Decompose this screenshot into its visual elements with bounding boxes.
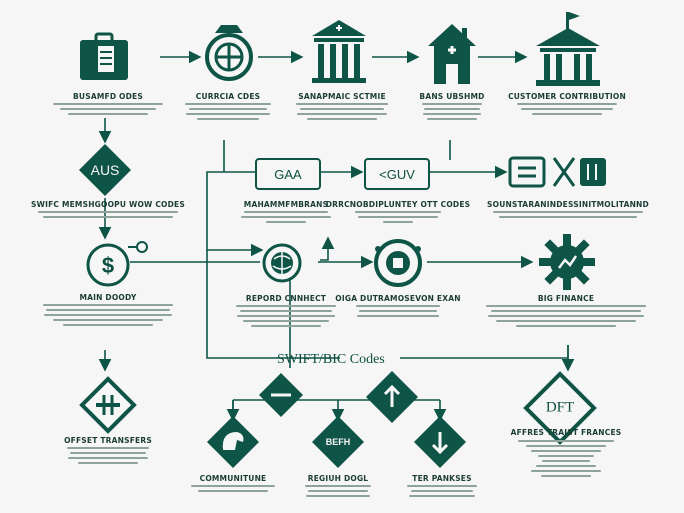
connector-record-data — [320, 236, 335, 261]
gear-icon — [539, 234, 595, 290]
bank-building-icon — [312, 20, 366, 83]
aus-symbol: AUS — [90, 162, 120, 178]
body-main-body — [43, 304, 173, 326]
label-offset-transfers: OFFSET TRANSFERS — [64, 436, 152, 445]
dollar-circle-icon — [86, 241, 148, 287]
aus-diamond-icon — [79, 144, 131, 196]
after-transfer-diamond-icon — [523, 371, 597, 445]
body-currency-codes — [185, 103, 271, 120]
body-financial-system — [296, 103, 388, 120]
guv-symbol: <GUV — [379, 166, 415, 182]
body-transactions — [407, 485, 477, 497]
label-big-finance: BIG FINANCE — [537, 294, 595, 303]
label-currency-codes: CURRCIA CDES — [195, 92, 261, 101]
globe-circle-icon — [262, 243, 302, 283]
down-arrow-diamond-icon — [414, 416, 466, 468]
connector-right-bus — [400, 345, 569, 359]
label-mainframes: MAHAMMFMBRANS — [243, 200, 329, 209]
body-big-finance — [486, 305, 646, 327]
connector-left-bus — [206, 250, 340, 359]
body-aus — [38, 211, 178, 218]
offset-diamond-icon — [79, 376, 137, 434]
label-main-body: MAIN DOODY — [79, 293, 137, 302]
label-directory: DRRCNOBDIPLUNTEY OTT CODES — [325, 200, 471, 209]
body-bank-identity — [422, 103, 482, 120]
body-compliance — [493, 211, 643, 218]
briefcase-icon — [80, 32, 128, 80]
label-financial-system: SANAPMAIC SCTMIE — [298, 92, 386, 101]
label-compliance: SOUNSTARANINDESSINITMOLITANND — [487, 200, 649, 209]
label-customer-contribution: CUSTOMER CONTRIBUTION — [508, 92, 626, 101]
label-standard-codes: BUSAMFD ODES — [73, 92, 143, 101]
body-offset-transfers — [67, 447, 149, 464]
government-building-icon — [536, 12, 600, 86]
body-after-transfer — [518, 440, 614, 477]
bank-symbol: BEFH — [325, 437, 351, 447]
label-transactions: TER PANKSES — [412, 474, 472, 483]
body-community — [191, 485, 275, 492]
body-regional-bank — [305, 485, 371, 497]
compliance-icon — [508, 156, 606, 188]
body-customer-contribution — [517, 103, 617, 115]
community-diamond-icon — [207, 416, 259, 468]
body-data-transmission — [356, 305, 440, 317]
body-record-connect — [236, 305, 336, 327]
guv-box: <GUV — [364, 158, 430, 190]
gaa-symbol: GAA — [274, 166, 302, 182]
currency-medal-icon — [205, 25, 253, 81]
dft-symbol: DFT — [545, 399, 575, 416]
data-transmission-icon — [374, 239, 422, 287]
swift-diamond-left-icon — [259, 373, 303, 417]
dollar-symbol: $ — [101, 253, 115, 278]
central-title: SWIFT/BIC Codes — [277, 352, 385, 367]
label-community: COMMUNITUNE — [199, 474, 267, 483]
label-bank-identity: BANS UBSHMD — [419, 92, 485, 101]
regional-bank-diamond-icon — [312, 416, 364, 468]
body-standard-codes — [53, 103, 163, 115]
up-arrow-diamond-icon — [366, 371, 418, 423]
body-mainframes — [241, 211, 331, 223]
label-record-connect: REPORD CNNHECT — [245, 294, 327, 303]
body-directory — [355, 211, 441, 223]
connector-left-trunk — [206, 171, 264, 257]
label-aus: SWIFC MEMSHGOOPU WOW CODES — [31, 200, 185, 209]
label-after-transfer: AFFRES TRAJST FRANCES — [510, 428, 622, 437]
gaa-box: GAA — [255, 158, 321, 190]
label-regional-bank: REGIUH DOGL — [307, 474, 369, 483]
label-data-transmission: OIGA DUTRAMOSEVON EXAN — [335, 294, 461, 303]
house-plus-icon — [428, 24, 476, 84]
